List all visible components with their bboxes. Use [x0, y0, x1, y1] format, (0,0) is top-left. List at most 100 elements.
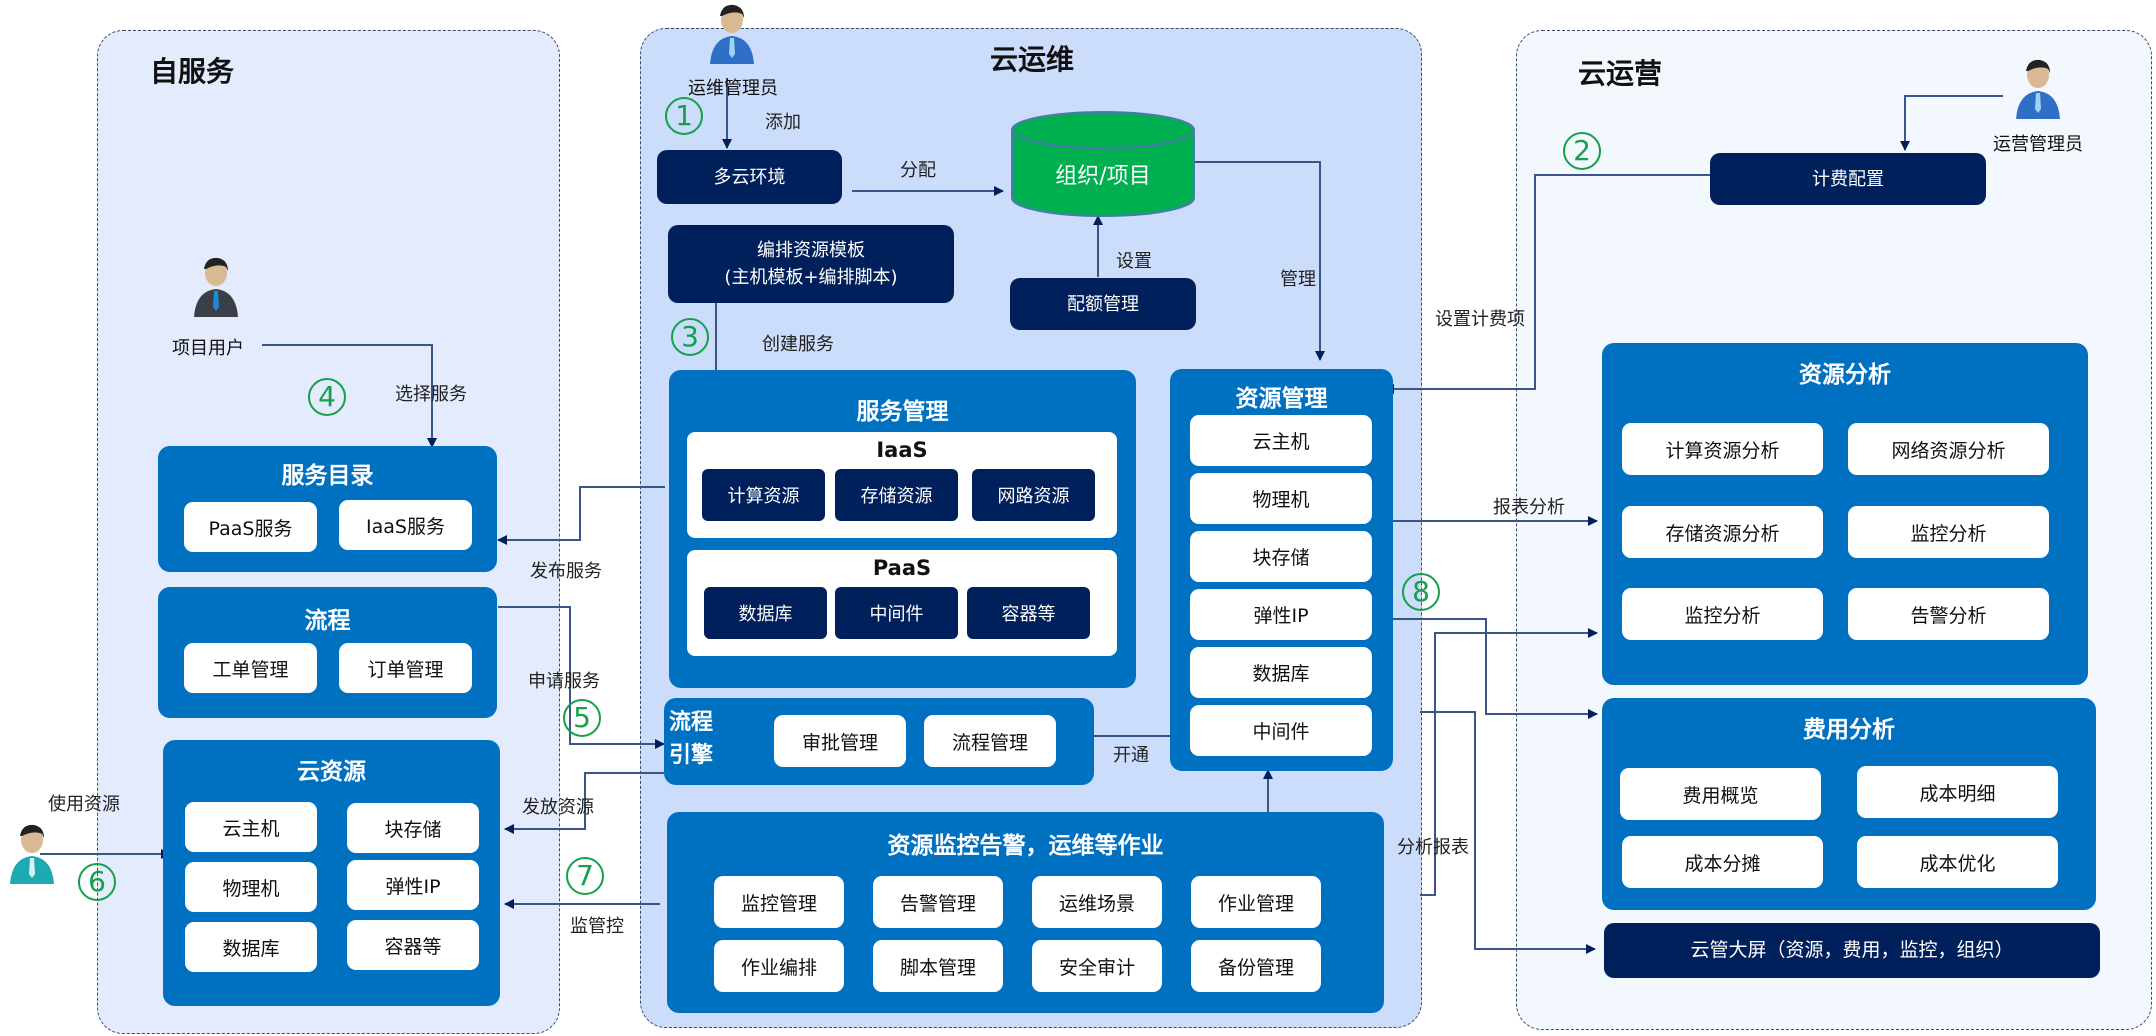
step-badge-3: 3 — [671, 318, 709, 356]
paas-item-database[interactable]: 数据库 — [704, 587, 827, 639]
biz-admin-label: 运营管理员 — [1993, 134, 2083, 155]
iaas-item-network[interactable]: 网路资源 — [972, 469, 1095, 521]
workflow-item-approval[interactable]: 审批管理 — [774, 715, 906, 767]
monitoring-item-7[interactable]: 安全审计 — [1032, 940, 1162, 992]
monitoring-item-3[interactable]: 运维场景 — [1032, 876, 1162, 928]
edge-label-analysis-report: 分析报表 — [1397, 837, 1469, 858]
edge-label-add: 添加 — [765, 112, 801, 133]
resource-mgmt-group: 资源管理 云主机 物理机 块存储 弹性IP 数据库 中间件 — [1170, 369, 1393, 771]
resource-mgmt-item-eip[interactable]: 弹性IP — [1190, 589, 1372, 640]
resource-mgmt-item-vm[interactable]: 云主机 — [1190, 415, 1372, 466]
project-user-label: 项目用户 — [172, 338, 244, 359]
workflow-engine-title: 流程 引擎 — [669, 706, 713, 772]
resource-analysis-title: 资源分析 — [1799, 362, 1891, 388]
resource-analysis-item-compute[interactable]: 计算资源分析 — [1622, 423, 1823, 475]
edge-label-apply-service: 申请服务 — [528, 671, 600, 692]
resource-mgmt-item-physical[interactable]: 物理机 — [1190, 473, 1372, 524]
use-resource-label: 使用资源 — [48, 794, 120, 815]
step-badge-2: 2 — [1563, 132, 1601, 170]
cloud-resources-title: 云资源 — [297, 759, 366, 785]
process-item-ticket[interactable]: 工单管理 — [184, 643, 317, 693]
monitoring-item-6[interactable]: 脚本管理 — [873, 940, 1003, 992]
cloud-operation-title: 云运营 — [1578, 57, 1663, 90]
edge-label-set-billing: 设置计费项 — [1435, 309, 1525, 330]
billing-config-box[interactable]: 计费配置 — [1710, 153, 1986, 205]
step-badge-1: 1 — [665, 97, 703, 135]
monitoring-item-5[interactable]: 作业编排 — [714, 940, 844, 992]
step-badge-8: 8 — [1402, 573, 1440, 611]
cost-analysis-item-detail[interactable]: 成本明细 — [1857, 766, 2058, 818]
edge-label-report-analysis: 报表分析 — [1493, 497, 1565, 518]
multi-cloud-box[interactable]: 多云环境 — [657, 150, 842, 204]
org-project-cylinder-icon — [1011, 111, 1195, 217]
ops-admin-person-icon — [710, 4, 754, 64]
monitoring-item-8[interactable]: 备份管理 — [1191, 940, 1321, 992]
resource-mgmt-item-block-storage[interactable]: 块存储 — [1190, 531, 1372, 582]
workflow-engine-group: 流程 引擎 审批管理 流程管理 — [664, 698, 1094, 785]
cloud-resources-group: 云资源 云主机 块存储 物理机 弹性IP 数据库 容器等 — [163, 740, 500, 1006]
monitoring-item-2[interactable]: 告警管理 — [873, 876, 1003, 928]
catalog-item-paas[interactable]: PaaS服务 — [184, 502, 317, 552]
cloud-resource-item-database[interactable]: 数据库 — [185, 922, 317, 972]
service-mgmt-group: 服务管理 IaaS 计算资源 存储资源 网路资源 PaaS 数据库 中间件 容器… — [669, 370, 1136, 688]
resource-mgmt-item-middleware[interactable]: 中间件 — [1190, 705, 1372, 756]
monitoring-item-4[interactable]: 作业管理 — [1191, 876, 1321, 928]
process-group: 流程 工单管理 订单管理 — [158, 587, 497, 718]
cloud-ops-title: 云运维 — [990, 43, 1075, 76]
step-badge-6: 6 — [78, 863, 116, 901]
step-badge-7: 7 — [566, 857, 604, 895]
monitoring-group: 资源监控告警，运维等作业 监控管理 告警管理 运维场景 作业管理 作业编排 脚本… — [667, 812, 1384, 1013]
resource-analysis-item-storage[interactable]: 存储资源分析 — [1622, 506, 1823, 558]
cloud-resource-item-block-storage[interactable]: 块存储 — [347, 803, 479, 853]
workflow-item-process[interactable]: 流程管理 — [924, 715, 1056, 767]
workflow-engine-title-line2: 引擎 — [669, 743, 714, 768]
cost-analysis-item-allocation[interactable]: 成本分摊 — [1622, 836, 1823, 888]
paas-title: PaaS — [872, 556, 932, 580]
edge-label-issue-resource: 发放资源 — [522, 797, 594, 818]
workflow-engine-title-line1: 流程 — [669, 710, 714, 735]
cloud-resource-item-physical[interactable]: 物理机 — [185, 862, 317, 912]
org-project-label[interactable]: 组织/项目 — [1055, 164, 1151, 189]
cost-analysis-item-optimization[interactable]: 成本优化 — [1857, 836, 2058, 888]
resource-analysis-item-monitor[interactable]: 监控分析 — [1848, 506, 2049, 558]
edge-label-open: 开通 — [1113, 745, 1149, 766]
iaas-item-compute[interactable]: 计算资源 — [702, 469, 825, 521]
service-catalog-title: 服务目录 — [281, 463, 374, 489]
monitoring-title: 资源监控告警，运维等作业 — [887, 833, 1164, 859]
self-service-title: 自服务 — [150, 55, 235, 88]
resource-analysis-item-alert[interactable]: 告警分析 — [1848, 588, 2049, 640]
edge-label-supervise: 监管控 — [570, 916, 624, 937]
catalog-item-iaas[interactable]: IaaS服务 — [339, 500, 472, 550]
process-title: 流程 — [304, 608, 351, 634]
dashboard-box[interactable]: 云管大屏（资源，费用，监控，组织） — [1604, 923, 2100, 978]
resource-analysis-item-network[interactable]: 网络资源分析 — [1848, 423, 2049, 475]
paas-item-middleware[interactable]: 中间件 — [835, 587, 958, 639]
ops-admin-label: 运维管理员 — [688, 78, 778, 99]
paas-item-container[interactable]: 容器等 — [967, 587, 1090, 639]
edge-label-manage: 管理 — [1280, 269, 1316, 290]
process-item-order[interactable]: 订单管理 — [339, 643, 472, 693]
template-box[interactable]: 编排资源模板 (主机模板+编排脚本) — [668, 225, 954, 303]
edge-label-create-service: 创建服务 — [762, 334, 834, 355]
biz-admin-person-icon — [2016, 59, 2060, 119]
resource-analysis-item-monitor-2[interactable]: 监控分析 — [1622, 588, 1823, 640]
template-title: 编排资源模板 — [757, 240, 865, 261]
cost-analysis-item-overview[interactable]: 费用概览 — [1620, 768, 1821, 820]
iaas-item-storage[interactable]: 存储资源 — [835, 469, 958, 521]
cloud-resource-item-eip[interactable]: 弹性IP — [347, 860, 479, 910]
monitoring-item-1[interactable]: 监控管理 — [714, 876, 844, 928]
cost-analysis-title: 费用分析 — [1803, 717, 1895, 743]
quota-box[interactable]: 配额管理 — [1010, 278, 1196, 330]
iaas-panel: IaaS 计算资源 存储资源 网路资源 — [687, 432, 1117, 538]
step-badge-4: 4 — [308, 378, 346, 416]
edge-label-select-service: 选择服务 — [395, 384, 467, 405]
template-subtitle: (主机模板+编排脚本) — [724, 267, 898, 288]
service-mgmt-title: 服务管理 — [856, 399, 949, 425]
resource-mgmt-title: 资源管理 — [1235, 386, 1328, 412]
cost-analysis-group: 费用分析 费用概览 成本明细 成本分摊 成本优化 — [1602, 698, 2096, 910]
resource-user-person-icon — [10, 824, 54, 884]
resource-mgmt-item-database[interactable]: 数据库 — [1190, 647, 1372, 698]
iaas-title: IaaS — [876, 438, 928, 462]
cloud-resource-item-container[interactable]: 容器等 — [347, 920, 479, 970]
cloud-resource-item-vm[interactable]: 云主机 — [185, 802, 317, 852]
